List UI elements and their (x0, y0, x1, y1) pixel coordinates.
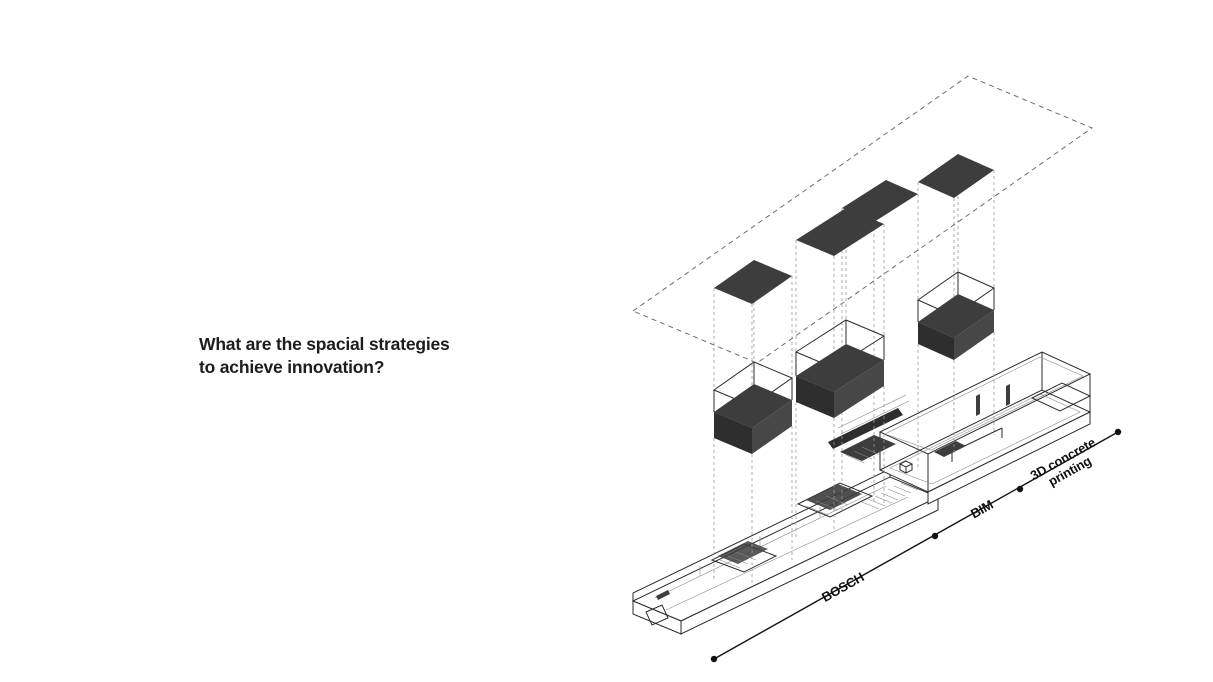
stair-treads (861, 482, 919, 510)
roof-opening-4 (918, 154, 994, 198)
tower-3-slab-top (918, 294, 994, 338)
tower-3 (916, 271, 996, 360)
tower-1-edges (713, 362, 793, 428)
roof-opening-2 (796, 208, 884, 256)
entrance-mark (656, 590, 670, 600)
question-line-1: What are the spacial strategies (199, 334, 450, 354)
roof-opening-3 (842, 180, 918, 222)
right-floor-front (927, 411, 1091, 505)
bridge-rails (837, 394, 910, 435)
tower-2-slab-top (796, 344, 884, 392)
roof-plan-outline (631, 75, 1094, 364)
dimension-axis (713, 431, 1119, 660)
end-room-outline (1030, 382, 1092, 412)
roof-plan (631, 75, 1094, 364)
roof-opening-1 (714, 260, 792, 304)
dimension-dot-1 (710, 655, 718, 663)
tower-2 (794, 319, 886, 418)
question-text: What are the spacial strategies to achie… (199, 333, 499, 379)
label-bim: BIM (968, 497, 996, 521)
tower-2-edges (795, 320, 885, 392)
right-floor-inset (889, 393, 1081, 485)
wall-slits (976, 384, 1010, 416)
floor-slab-top (631, 476, 940, 622)
tower-2-slab-left (796, 376, 834, 418)
dimension-dot-2 (931, 532, 939, 540)
tower-1-slab-right (752, 400, 792, 454)
projection-lines-tower-2 (795, 208, 885, 540)
projection-lines (713, 154, 995, 586)
tower-3-slab-right (954, 310, 994, 360)
question-line-2: to achieve innovation? (199, 357, 385, 378)
towers (712, 271, 996, 454)
tower-3-edges (917, 272, 995, 338)
floor-slab-left (632, 600, 682, 635)
dark-plan-detail (934, 441, 966, 457)
tower-1-slab-top (714, 384, 792, 428)
building (631, 351, 1092, 635)
label-bosch: BOSCH (819, 569, 866, 605)
furniture-cluster-1 (710, 541, 778, 573)
tower-3-slab-left (918, 322, 954, 360)
furniture-cluster-3 (840, 435, 896, 464)
small-cube (898, 460, 914, 474)
entrance-step (645, 604, 669, 626)
tower-2-slab-right (834, 360, 884, 418)
dimension-dot-4 (1114, 428, 1122, 436)
tower-1-slab-left (714, 412, 752, 454)
projection-lines-tower-3 (917, 154, 995, 468)
projection-lines-tower-1 (713, 260, 793, 586)
dimension-dot-3 (1016, 485, 1024, 493)
tower-1 (712, 361, 794, 454)
right-wall-inner-line (884, 356, 1084, 451)
